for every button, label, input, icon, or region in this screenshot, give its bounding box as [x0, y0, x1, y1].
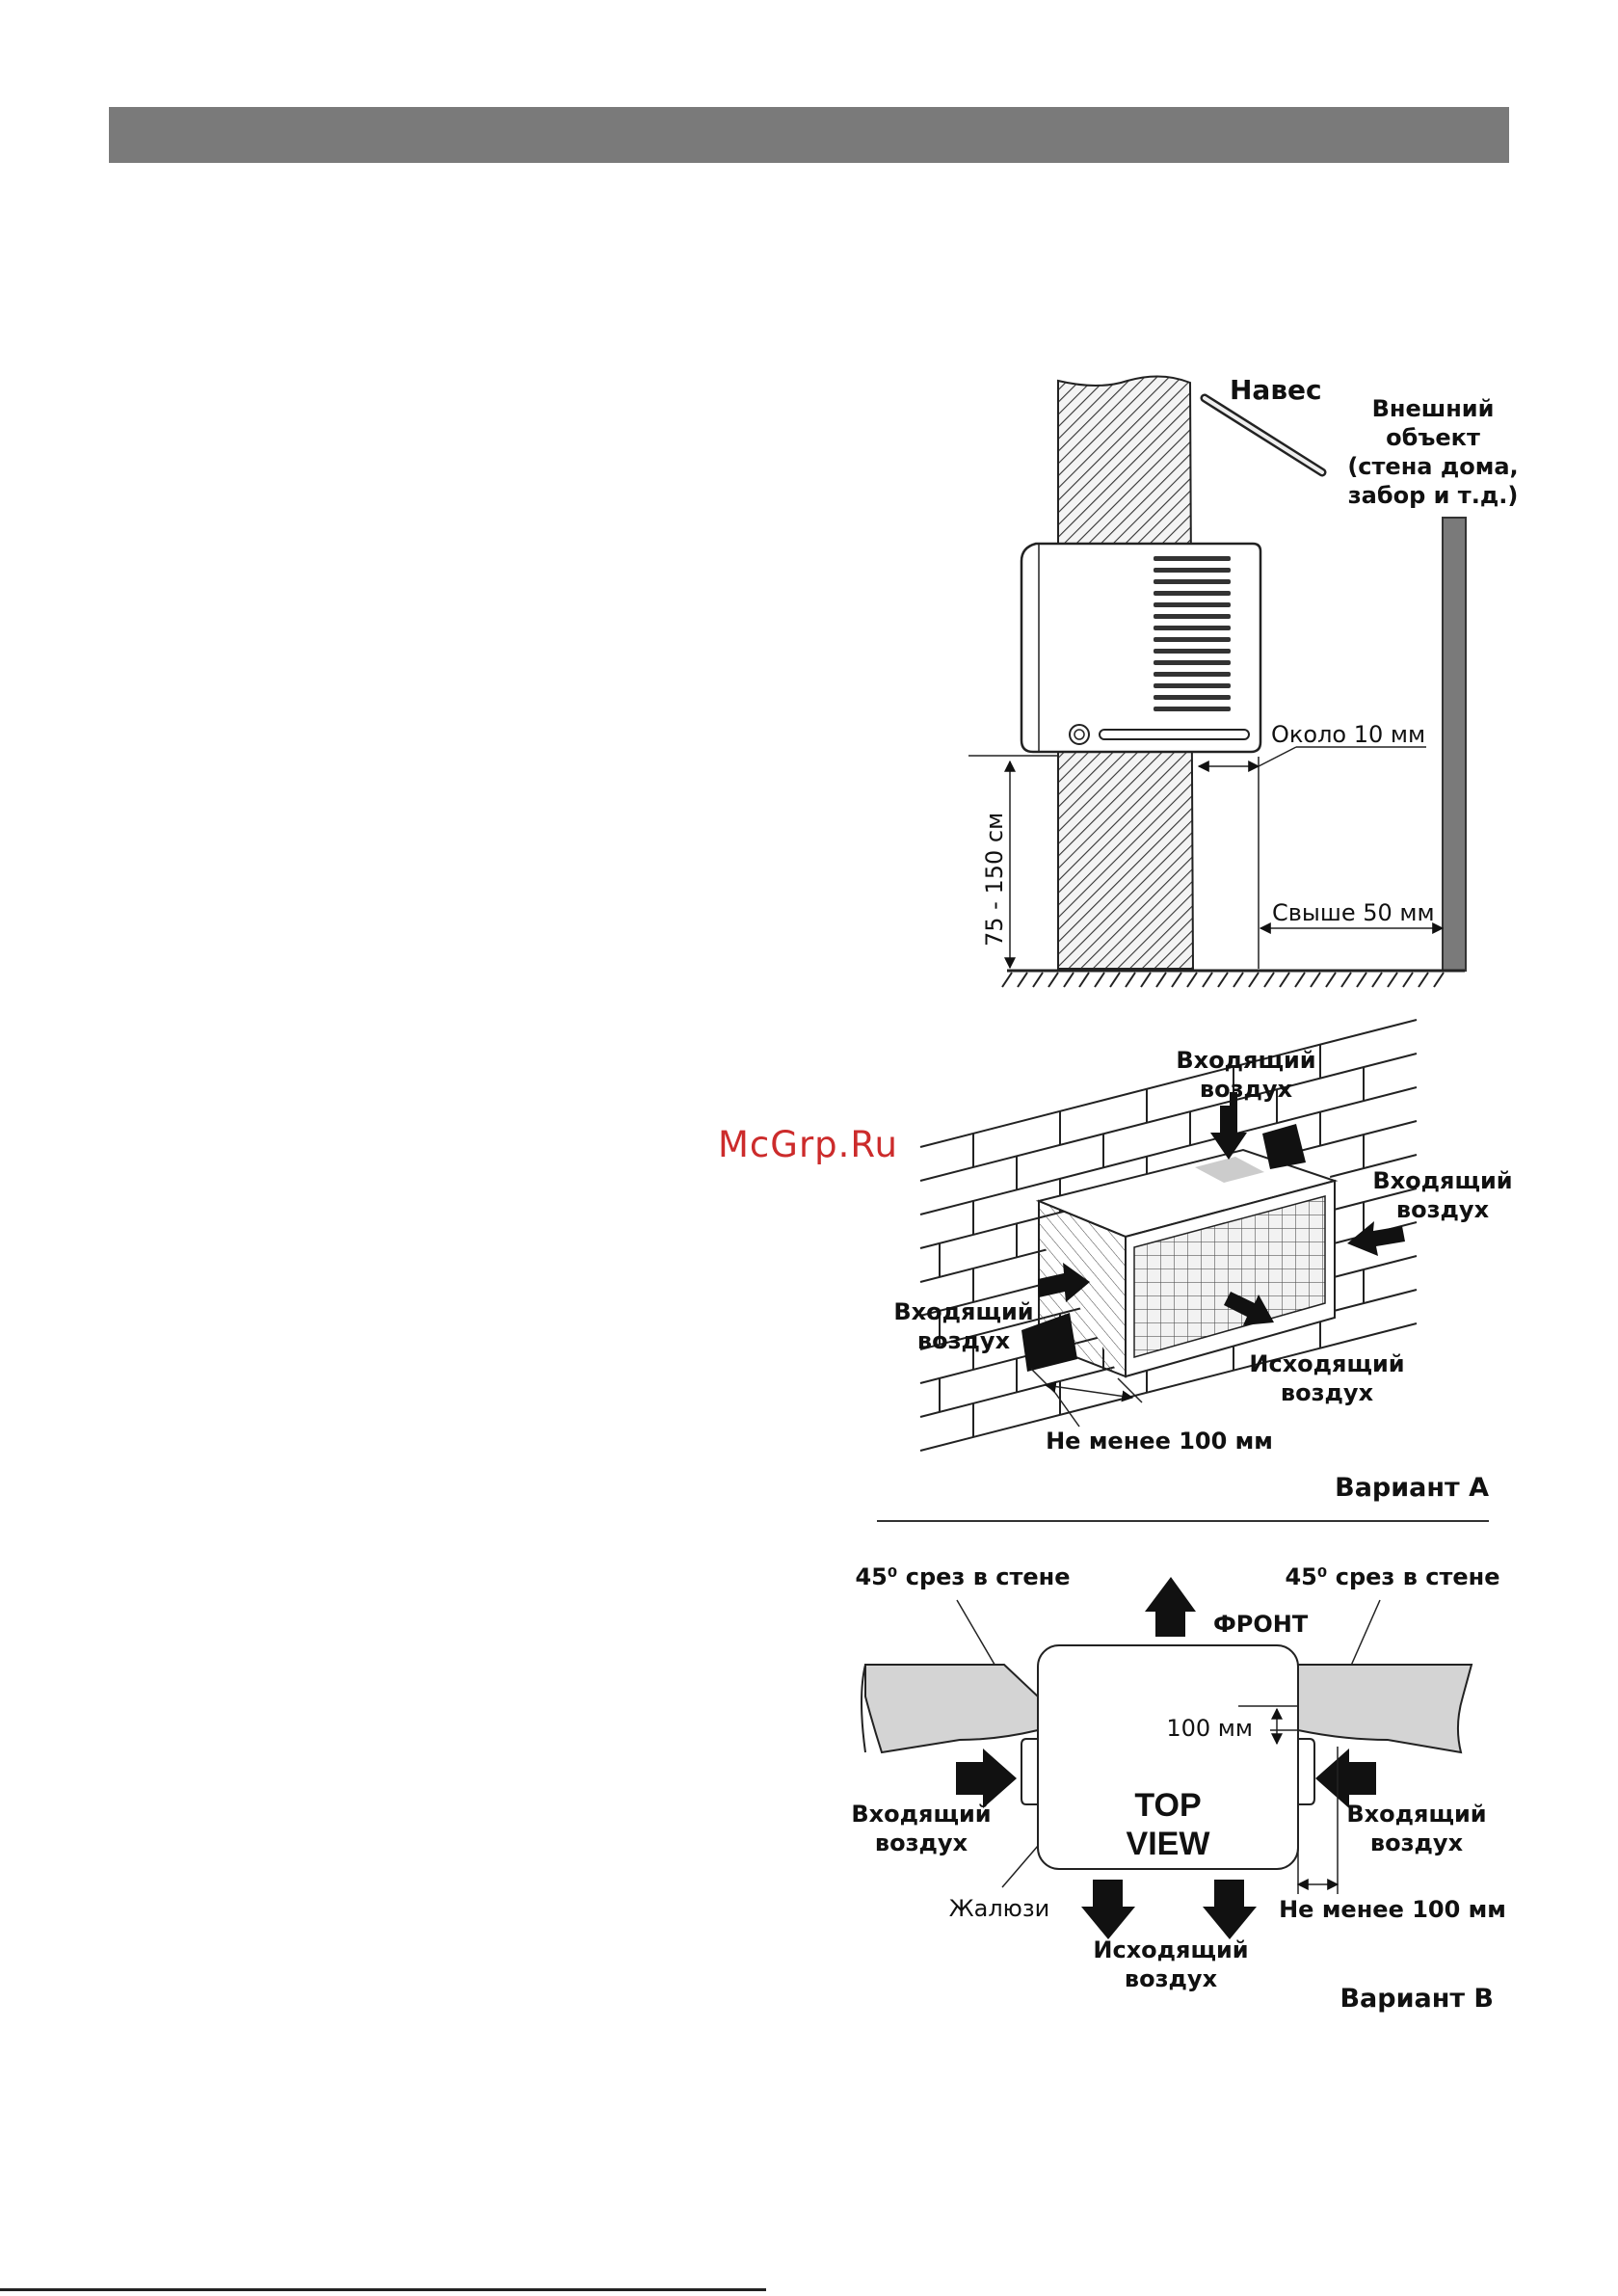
inlet-right-label-1: Входящий [1372, 1167, 1512, 1194]
external-object-wall [1442, 517, 1467, 972]
inlet-right-b-label-1: Входящий [1346, 1801, 1486, 1828]
outlet-b-label-1: Исходящий [1093, 1936, 1248, 1963]
external-object-line-4: забор и т.д.) [1348, 482, 1519, 509]
top-view-label-2: VIEW [1127, 1826, 1211, 1862]
gap-100mm-label: 100 мм [1166, 1715, 1253, 1742]
outlet-arrow-right-b [1203, 1880, 1257, 1939]
inlet-right-label-2: воздух [1396, 1196, 1490, 1223]
outlet-arrow [1224, 1292, 1274, 1325]
outlet-label-2: воздух [1281, 1379, 1374, 1406]
about-10mm-label: Около 10 мм [1271, 721, 1425, 748]
external-object-line-1: Внешний [1372, 395, 1495, 422]
min-100mm-b-label: Не менее 100 мм [1279, 1896, 1506, 1923]
variant-a-label: Вариант А [1335, 1473, 1489, 1503]
inlet-left-label-2: воздух [917, 1327, 1011, 1354]
diagram-side-mount: Навес Внешний объект (стена дома, забор … [968, 374, 1519, 988]
wall-gap-shadow-left [1021, 1313, 1077, 1372]
dimension-min-100mm-b: Не менее 100 мм [1279, 1747, 1506, 1923]
diagram-variant-b: 45⁰ срез в стене 45⁰ срез в стене TOP VI… [851, 1563, 1506, 2014]
louvers-leader [1001, 1845, 1039, 1888]
inlet-left-label-1: Входящий [893, 1298, 1033, 1325]
louvers-label: Жалюзи [949, 1895, 1049, 1922]
cut-left-label: 45⁰ срез в стене [855, 1563, 1070, 1590]
dimension-height: 75 - 150 см [968, 755, 1058, 970]
dimension-gap-100mm: 100 мм [1166, 1705, 1298, 1746]
canopy-label: Навес [1230, 374, 1322, 406]
over-50mm-label: Свыше 50 мм [1272, 899, 1435, 926]
footer-rule [0, 2288, 766, 2291]
ground-line [1001, 969, 1465, 988]
inlet-right-arrow [1347, 1221, 1405, 1256]
unit-vent-slots [1154, 556, 1231, 711]
wall-gap-shadow-top [1262, 1124, 1306, 1169]
outlet-arrow-left-b [1081, 1880, 1135, 1939]
inlet-left-b-label-2: воздух [875, 1829, 968, 1856]
watermark-text: McGrp.Ru [718, 1124, 898, 1165]
inlet-right-b-label-2: воздух [1370, 1829, 1464, 1856]
external-object-line-2: объект [1386, 424, 1480, 451]
min-100mm-a-label: Не менее 100 мм [1046, 1428, 1273, 1455]
outlet-b-label-2: воздух [1125, 1965, 1218, 1992]
cut-left-leader [956, 1599, 1001, 1675]
variant-b-label: Вариант В [1339, 1984, 1494, 2014]
front-label: ФРОНТ [1213, 1611, 1309, 1638]
canopy-line [1200, 393, 1327, 477]
cut-right-leader [1346, 1599, 1381, 1675]
inlet-top-arrow [1210, 1106, 1247, 1160]
cut-right-label: 45⁰ срез в стене [1285, 1563, 1499, 1590]
diagram-variant-a: Входящий воздух Входящий воздух Входящий… [877, 1019, 1513, 1522]
dimension-over-50mm: Свыше 50 мм [1259, 899, 1445, 934]
inlet-top-label-2: воздух [1200, 1076, 1293, 1103]
unit-top-view [1037, 1644, 1299, 1870]
outdoor-unit-perspective [1021, 1124, 1339, 1378]
inlet-left-arrow-b [956, 1749, 1017, 1808]
dimension-about-10mm: Около 10 мм [1197, 721, 1426, 969]
front-arrow [1145, 1577, 1196, 1637]
height-range-label: 75 - 150 см [981, 813, 1008, 947]
outdoor-unit-side [1020, 542, 1262, 754]
section-header-bar [109, 107, 1509, 163]
inlet-top-label-1: Входящий [1176, 1047, 1315, 1074]
top-view-label-1: TOP [1134, 1787, 1201, 1824]
outlet-label-1: Исходящий [1249, 1350, 1404, 1377]
inlet-left-b-label-1: Входящий [851, 1801, 991, 1828]
external-object-label: Внешний объект (стена дома, забор и т.д.… [1347, 395, 1518, 509]
inlet-left-arrow [1038, 1263, 1090, 1302]
inlet-right-arrow-b [1315, 1749, 1376, 1808]
external-object-line-3: (стена дома, [1347, 453, 1518, 480]
dimension-min-100mm-a: Не менее 100 мм [1030, 1368, 1273, 1455]
wall-right-section [1297, 1664, 1473, 1754]
wall-left-section [864, 1664, 1039, 1754]
